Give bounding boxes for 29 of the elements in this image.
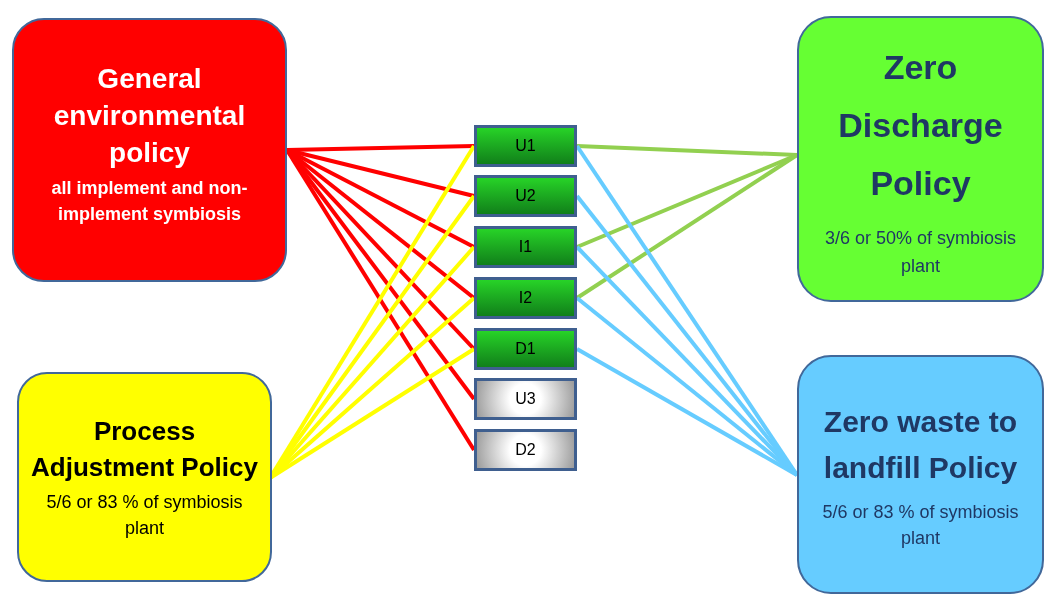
policy-box bbox=[12, 18, 287, 282]
unit-box bbox=[474, 226, 577, 268]
unit-box bbox=[474, 429, 577, 471]
box-subtitle: 5/6 or 83 % of symbiosis plant bbox=[821, 500, 1020, 550]
box-title: General environmental policy bbox=[52, 62, 247, 170]
connector-line bbox=[576, 144, 798, 157]
box-title: D2 bbox=[515, 440, 536, 460]
unit-box bbox=[474, 175, 577, 217]
unit-box bbox=[474, 277, 577, 319]
box-title: I2 bbox=[518, 288, 533, 308]
box-title: U3 bbox=[515, 389, 536, 409]
box-title: Zero Discharge Policy bbox=[837, 47, 1004, 204]
box-title: Zero waste to landfill Policy bbox=[822, 403, 1019, 486]
unit-box bbox=[474, 125, 577, 167]
box-title: U1 bbox=[515, 136, 536, 156]
connector-line bbox=[576, 347, 798, 477]
box-title: I1 bbox=[518, 237, 533, 257]
box-title: Process Adjustment Policy bbox=[31, 415, 258, 484]
unit-box bbox=[474, 378, 577, 420]
box-subtitle: all implement and non-implement symbiosis bbox=[50, 177, 249, 226]
connector-line bbox=[286, 144, 475, 152]
box-subtitle: 5/6 or 83 % of symbiosis plant bbox=[45, 491, 244, 540]
box-title: D1 bbox=[515, 339, 536, 359]
policy-box bbox=[17, 372, 272, 582]
box-subtitle: 3/6 or 50% of symbiosis plant bbox=[823, 227, 1018, 278]
policy-box bbox=[797, 355, 1044, 594]
policy-box bbox=[797, 16, 1044, 302]
unit-box bbox=[474, 328, 577, 370]
box-title: U2 bbox=[515, 186, 536, 206]
